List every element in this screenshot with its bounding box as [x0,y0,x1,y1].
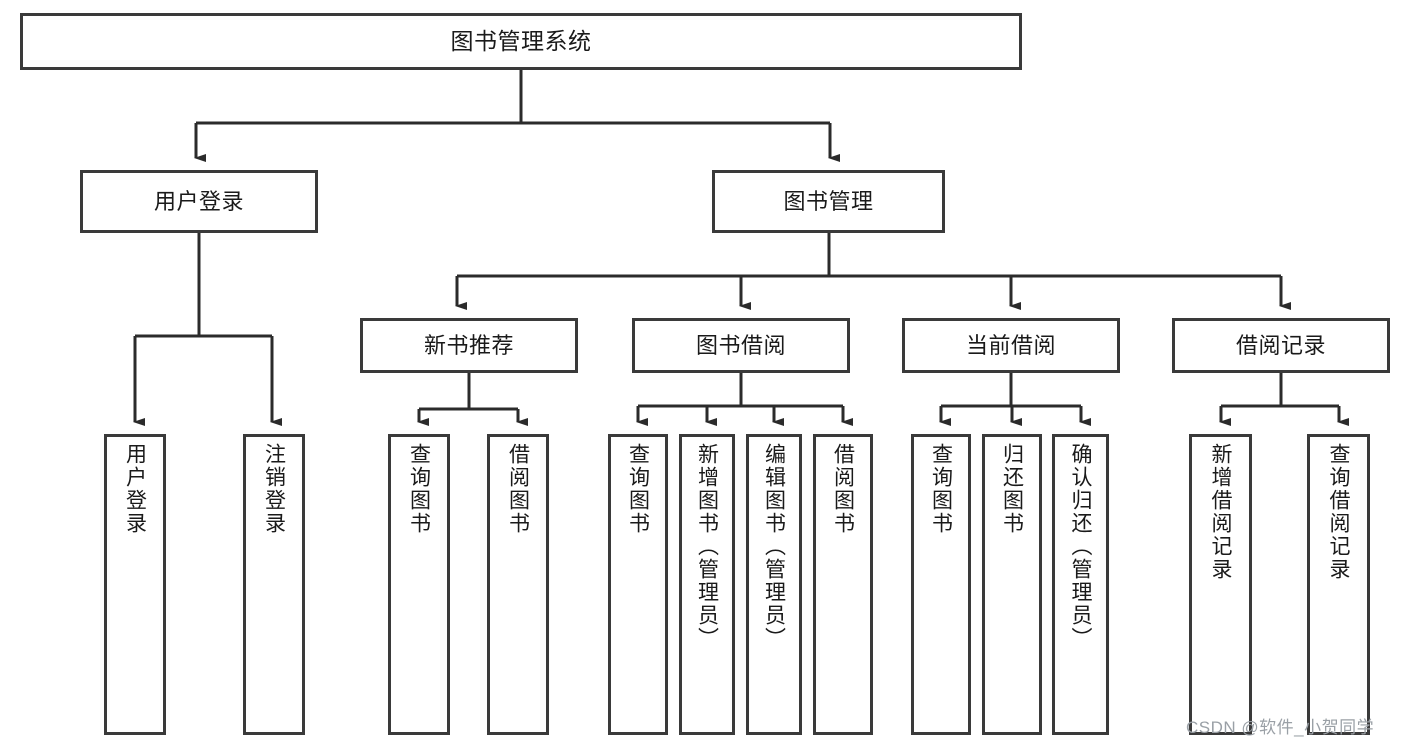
node-book-manage[interactable]: 图书管理 [712,170,945,233]
node-borrow-record-label: 借阅记录 [1235,332,1326,358]
node-new-book-recommend-label: 新书推荐 [423,332,514,358]
node-leaf-add-borrow-record[interactable]: 新增借阅记录 [1189,434,1252,735]
watermark-text: CSDN @软件_小贺同学 [1186,718,1375,737]
node-leaf-query-book-2-label: 查询图书 [626,443,650,535]
node-leaf-add-book-admin[interactable]: 新增图书（管理员） [679,434,735,735]
node-leaf-query-borrow-record-label: 查询借阅记录 [1327,443,1350,581]
node-leaf-logout-login[interactable]: 注销登录 [243,434,305,735]
node-leaf-borrow-book-2[interactable]: 借阅图书 [813,434,873,735]
node-borrow-record[interactable]: 借阅记录 [1172,318,1390,373]
node-new-book-recommend[interactable]: 新书推荐 [360,318,578,373]
node-leaf-borrow-book-2-label: 借阅图书 [831,443,855,535]
node-leaf-confirm-return-admin[interactable]: 确认归还（管理员） [1052,434,1109,735]
node-root-system-label: 图书管理系统 [450,27,592,54]
node-leaf-return-book[interactable]: 归还图书 [982,434,1042,735]
node-leaf-user-login[interactable]: 用户登录 [104,434,166,735]
node-root-system[interactable]: 图书管理系统 [20,13,1022,70]
node-current-borrow[interactable]: 当前借阅 [902,318,1120,373]
node-leaf-edit-book-admin-label: 编辑图书（管理员） [762,443,786,650]
node-book-borrow-label: 图书借阅 [695,332,786,358]
node-user-login[interactable]: 用户登录 [80,170,318,233]
node-leaf-edit-book-admin[interactable]: 编辑图书（管理员） [746,434,802,735]
node-leaf-return-book-label: 归还图书 [1000,443,1024,535]
node-leaf-query-book-3[interactable]: 查询图书 [911,434,971,735]
node-leaf-query-borrow-record[interactable]: 查询借阅记录 [1307,434,1370,735]
node-user-login-label: 用户登录 [153,188,244,214]
node-leaf-confirm-return-admin-label: 确认归还（管理员） [1069,443,1092,650]
node-leaf-borrow-book-1-label: 借阅图书 [506,443,530,535]
node-leaf-logout-login-label: 注销登录 [262,443,286,535]
node-leaf-query-book-1[interactable]: 查询图书 [388,434,450,735]
node-leaf-user-login-label: 用户登录 [123,443,147,535]
node-book-manage-label: 图书管理 [783,188,874,214]
node-book-borrow[interactable]: 图书借阅 [632,318,850,373]
node-current-borrow-label: 当前借阅 [965,332,1056,358]
node-leaf-add-borrow-record-label: 新增借阅记录 [1209,443,1232,581]
node-leaf-query-book-3-label: 查询图书 [929,443,953,535]
node-leaf-add-book-admin-label: 新增图书（管理员） [695,443,719,650]
node-leaf-borrow-book-1[interactable]: 借阅图书 [487,434,549,735]
node-leaf-query-book-2[interactable]: 查询图书 [608,434,668,735]
node-leaf-query-book-1-label: 查询图书 [407,443,431,535]
